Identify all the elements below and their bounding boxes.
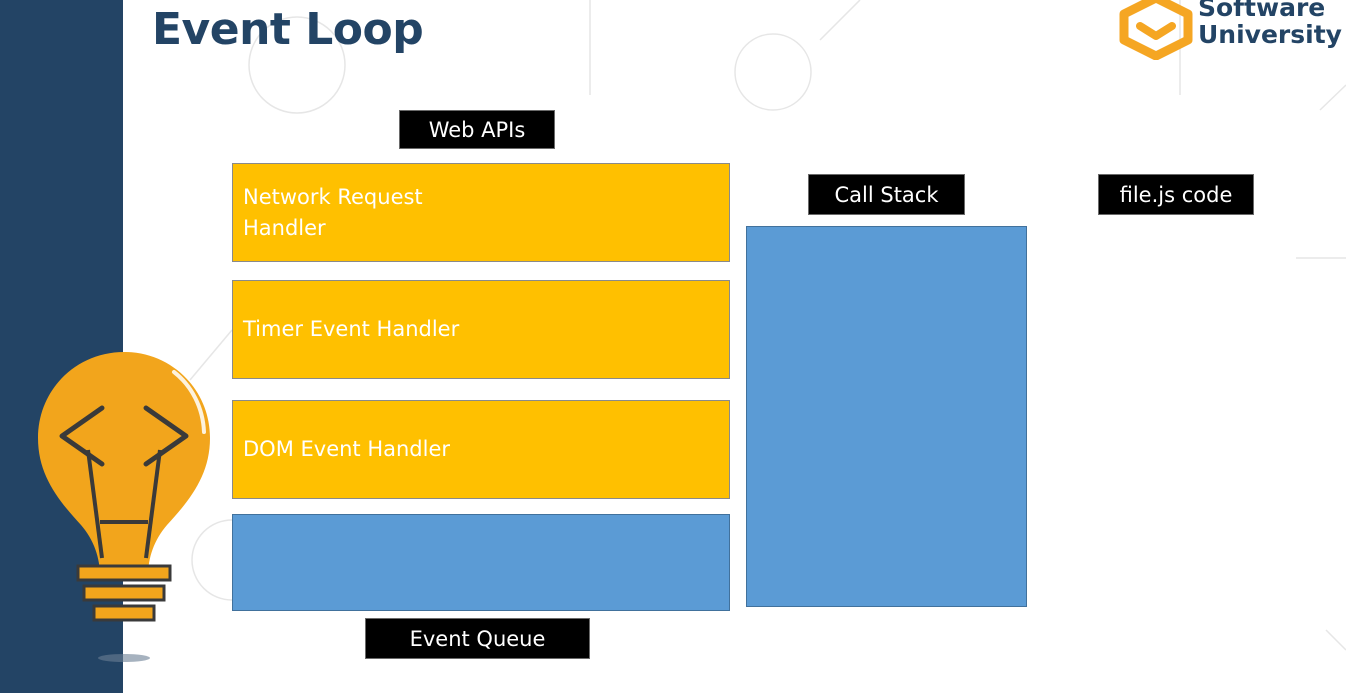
network-request-handler-line1: Network Request — [243, 184, 423, 209]
call-stack-label: Call Stack — [808, 174, 965, 215]
network-request-handler-line2: Handler — [243, 215, 326, 240]
softuni-logo: Software University — [1118, 0, 1346, 60]
slide-title: Event Loop — [152, 4, 424, 55]
call-stack-box — [746, 226, 1027, 607]
dom-event-handler-label: DOM Event Handler — [243, 437, 451, 461]
timer-event-handler-label: Timer Event Handler — [243, 317, 460, 341]
logo-text-line2: University — [1198, 20, 1342, 49]
logo-text-line1: Software — [1198, 0, 1326, 22]
file-js-code-label: file.js code — [1098, 174, 1254, 215]
dom-event-handler-box: DOM Event Handler — [232, 400, 730, 499]
logo-text: Software University — [1198, 0, 1342, 48]
lightbulb-code-icon — [38, 352, 210, 662]
web-apis-label: Web APIs — [399, 110, 555, 149]
event-queue-box — [232, 514, 730, 611]
softuni-logo-icon — [1119, 0, 1193, 60]
network-request-handler-box: Network Request Handler — [232, 163, 730, 262]
timer-event-handler-box: Timer Event Handler — [232, 280, 730, 379]
event-queue-label: Event Queue — [365, 618, 590, 659]
